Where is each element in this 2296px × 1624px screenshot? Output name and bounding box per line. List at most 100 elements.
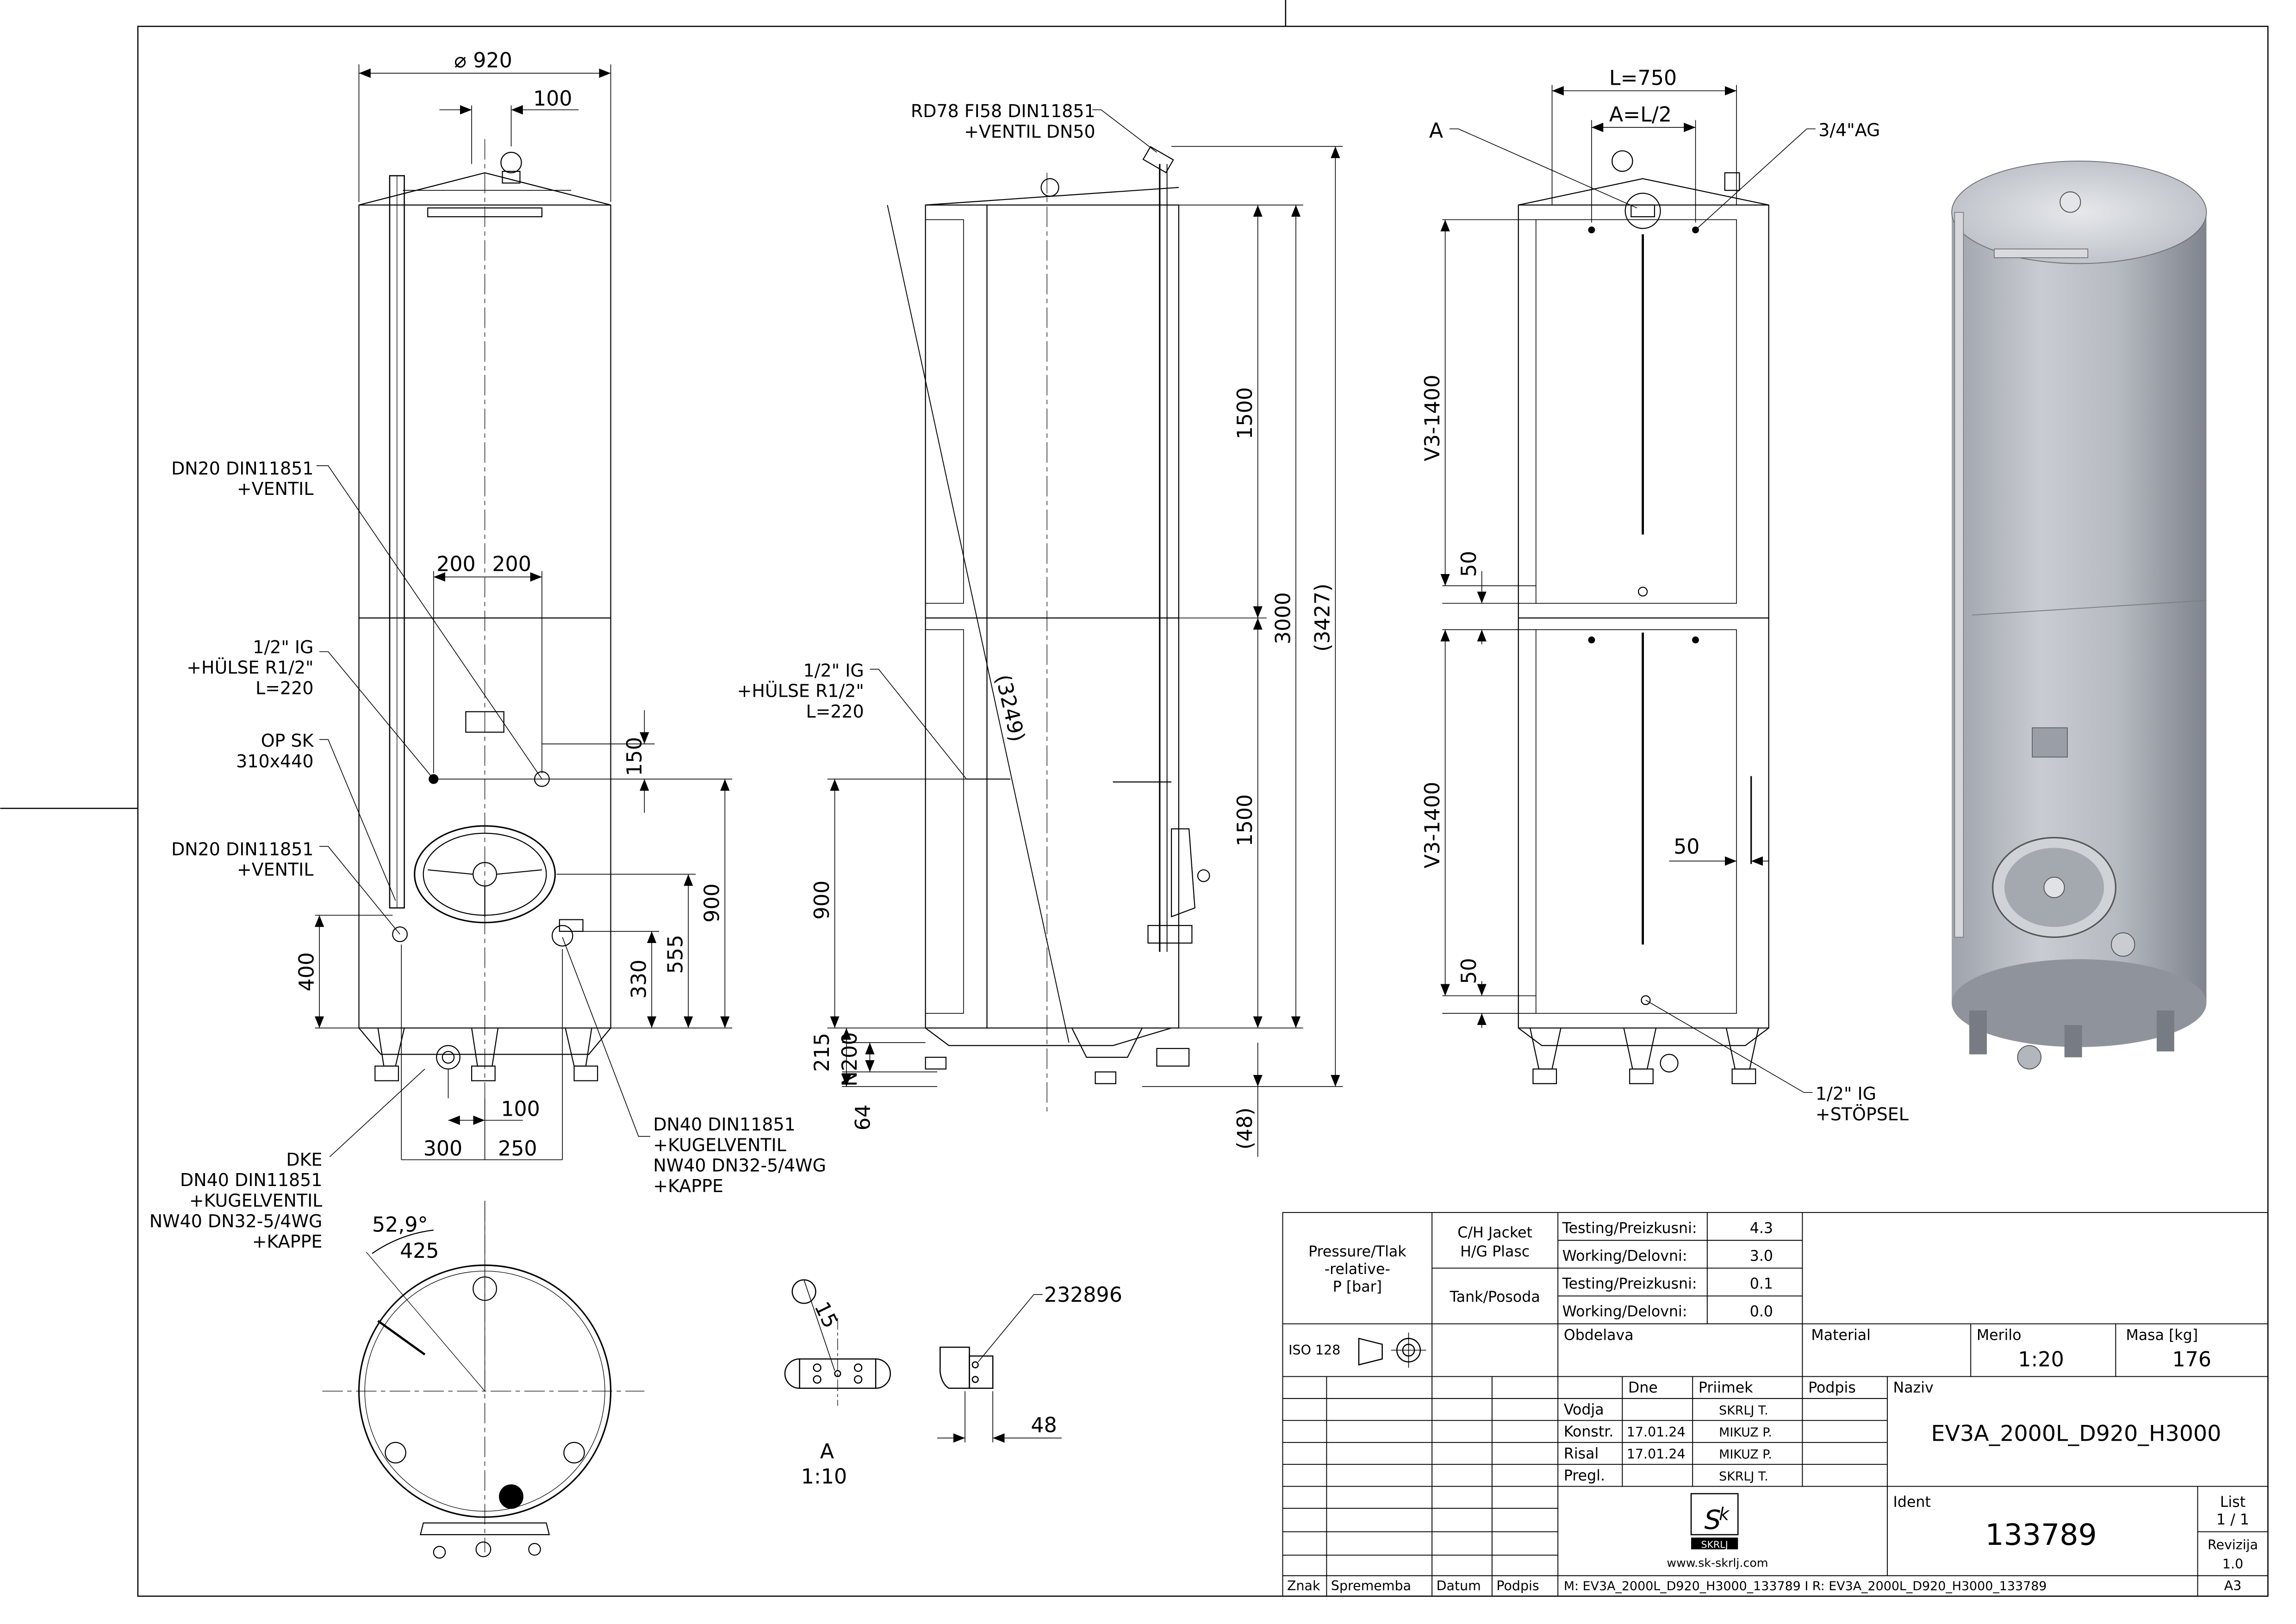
tb-format: A3 bbox=[2224, 1578, 2242, 1593]
annotation-text: ⌀ 920 100 DN20 DIN11851 +VENTIL 200 200 … bbox=[149, 49, 1909, 1489]
label-rd78-2: +VENTIL DN50 bbox=[964, 121, 1095, 142]
tb-spremenba: Sprememba bbox=[1331, 1578, 1411, 1593]
tb-ident-val: 133789 bbox=[1985, 1518, 2097, 1552]
tb-tank-testing: 0.1 bbox=[1750, 1276, 1773, 1293]
dim-100-top: 100 bbox=[533, 87, 572, 111]
tb-row-0-name: SKRLJ T. bbox=[1719, 1404, 1768, 1418]
tb-testing-1: Testing/Preizkusni: bbox=[1562, 1220, 1697, 1237]
title-block: S k SKRLJ Pressure/Tlak -relative- P [ba… bbox=[1282, 1212, 2269, 1597]
dim-diameter: 920 bbox=[473, 49, 512, 73]
detail-a bbox=[784, 1279, 994, 1406]
label-half-ig-3: L=220 bbox=[255, 678, 313, 698]
tb-row-1-name: MIKUZ P. bbox=[1719, 1425, 1772, 1440]
label-232896: 232896 bbox=[1044, 1283, 1122, 1307]
label-dke-2: DN40 DIN11851 bbox=[180, 1170, 322, 1190]
tb-tank-working: 0.0 bbox=[1750, 1304, 1773, 1320]
label-half-ig-1: 1/2" IG bbox=[253, 637, 313, 657]
back-view bbox=[1518, 150, 1769, 1084]
label-half-ig-side-3: L=220 bbox=[806, 701, 864, 722]
tb-merilo-val: 1:20 bbox=[2018, 1348, 2064, 1371]
dimension-lines bbox=[315, 64, 1769, 1443]
iso-symbol bbox=[1358, 1332, 1426, 1368]
label-ag34: 3/4"AG bbox=[1818, 120, 1880, 140]
detail-label-a: A bbox=[820, 1440, 834, 1464]
skrlj-logo: S k SKRLJ bbox=[1690, 1493, 1739, 1550]
label-dn20-top-2: +VENTIL bbox=[237, 479, 314, 499]
dim-250: 250 bbox=[498, 1137, 537, 1161]
tb-material: Material bbox=[1811, 1327, 1870, 1343]
label-dke-1: DKE bbox=[286, 1149, 322, 1170]
tb-obdelava: Obdelava bbox=[1564, 1327, 1634, 1343]
tb-row-2-date: 17.01.24 bbox=[1627, 1447, 1686, 1462]
dim-l750: L=750 bbox=[1609, 66, 1677, 90]
tb-revizija-val: 1.0 bbox=[2222, 1556, 2243, 1572]
dim-n200: N200 bbox=[838, 1032, 862, 1087]
label-dn40-2: +KUGELVENTIL bbox=[653, 1135, 786, 1155]
tb-masa: Masa [kg] bbox=[2126, 1327, 2198, 1343]
tb-list-val: 1 / 1 bbox=[2216, 1512, 2249, 1528]
label-dn40-4: +KAPPE bbox=[653, 1176, 723, 1196]
tb-pressure-3: P [bar] bbox=[1333, 1279, 1382, 1295]
side-view bbox=[887, 146, 1210, 1113]
dim-900-side: 900 bbox=[810, 881, 834, 920]
dim-200a: 200 bbox=[436, 553, 476, 576]
logo-mark-k: k bbox=[1719, 1504, 1730, 1524]
tb-iso: ISO 128 bbox=[1288, 1343, 1340, 1358]
tb-row-3-name: SKRLJ T. bbox=[1719, 1469, 1768, 1484]
tb-datum: Datum bbox=[1437, 1578, 1481, 1593]
label-dke-4: NW40 DN32-5/4WG bbox=[149, 1211, 323, 1231]
tb-priimek: Priimek bbox=[1699, 1380, 1753, 1396]
label-dn20-bottom-2: +VENTIL bbox=[237, 860, 314, 880]
dim-900: 900 bbox=[701, 883, 724, 923]
dim-angle: 52,9° bbox=[372, 1213, 428, 1237]
dim-r425: 425 bbox=[400, 1239, 439, 1263]
tb-working-1: Working/Delovni: bbox=[1562, 1248, 1687, 1265]
dim-50c: 50 bbox=[1674, 835, 1699, 859]
label-a: A bbox=[1429, 119, 1443, 143]
dim-al2: A=L/2 bbox=[1609, 103, 1672, 127]
bottom-view bbox=[322, 1200, 645, 1559]
tb-testing-2: Testing/Preizkusni: bbox=[1562, 1276, 1697, 1293]
dim-v3a: V3-1400 bbox=[1421, 375, 1444, 461]
tb-row-2-role: Risal bbox=[1564, 1446, 1599, 1462]
dim-3000: 3000 bbox=[1271, 592, 1295, 644]
diameter-symbol: ⌀ bbox=[454, 49, 467, 73]
dim-555: 555 bbox=[664, 935, 688, 974]
sheet-frame bbox=[0, 0, 2269, 1597]
dim-64: 64 bbox=[851, 1105, 875, 1131]
label-dn20-bottom-1: DN20 DIN11851 bbox=[171, 839, 313, 859]
dim-300: 300 bbox=[423, 1137, 463, 1161]
dim-200b: 200 bbox=[492, 553, 531, 576]
dim-1500a: 1500 bbox=[1233, 387, 1257, 439]
dim-400: 400 bbox=[295, 952, 318, 992]
label-op-sk-2: 310x440 bbox=[236, 751, 313, 772]
tb-row-2-name: MIKUZ P. bbox=[1719, 1448, 1772, 1462]
tb-ident: Ident bbox=[1893, 1494, 1931, 1511]
dim-215: 215 bbox=[810, 1033, 834, 1072]
logo-mark: S bbox=[1705, 1505, 1721, 1535]
tb-merilo: Merilo bbox=[1977, 1327, 2022, 1343]
dim-50a: 50 bbox=[1457, 551, 1481, 577]
label-half-ig-side-1: 1/2" IG bbox=[803, 660, 864, 681]
logo-text: SKRLJ bbox=[1701, 1539, 1728, 1550]
dim-50b: 50 bbox=[1457, 958, 1481, 984]
tb-dne: Dne bbox=[1628, 1380, 1658, 1396]
tb-list: List bbox=[2220, 1494, 2246, 1511]
label-dn20-top-1: DN20 DIN11851 bbox=[171, 458, 313, 479]
label-op-sk-1: OP SK bbox=[261, 731, 314, 751]
tb-revizija: Revizija bbox=[2208, 1537, 2258, 1553]
tb-website: www.sk-skrlj.com bbox=[1667, 1556, 1768, 1570]
isometric-view bbox=[1951, 161, 2207, 1070]
tb-podpis: Podpis bbox=[1808, 1380, 1856, 1396]
dim-330: 330 bbox=[628, 960, 651, 999]
label-half-ig-plug-2: +STÖPSEL bbox=[1816, 1104, 1909, 1124]
tb-working-2: Working/Delovni: bbox=[1562, 1304, 1687, 1320]
dim-3427: (3427) bbox=[1311, 583, 1335, 651]
tb-tank: Tank/Posoda bbox=[1450, 1289, 1540, 1305]
tb-naziv: Naziv bbox=[1893, 1380, 1934, 1396]
dim-v3b: V3-1400 bbox=[1421, 782, 1444, 868]
label-dke-3: +KUGELVENTIL bbox=[189, 1190, 323, 1211]
label-half-ig-side-2: +HÜLSE R1/2" bbox=[737, 681, 864, 701]
tb-podpis2: Podpis bbox=[1496, 1578, 1539, 1593]
